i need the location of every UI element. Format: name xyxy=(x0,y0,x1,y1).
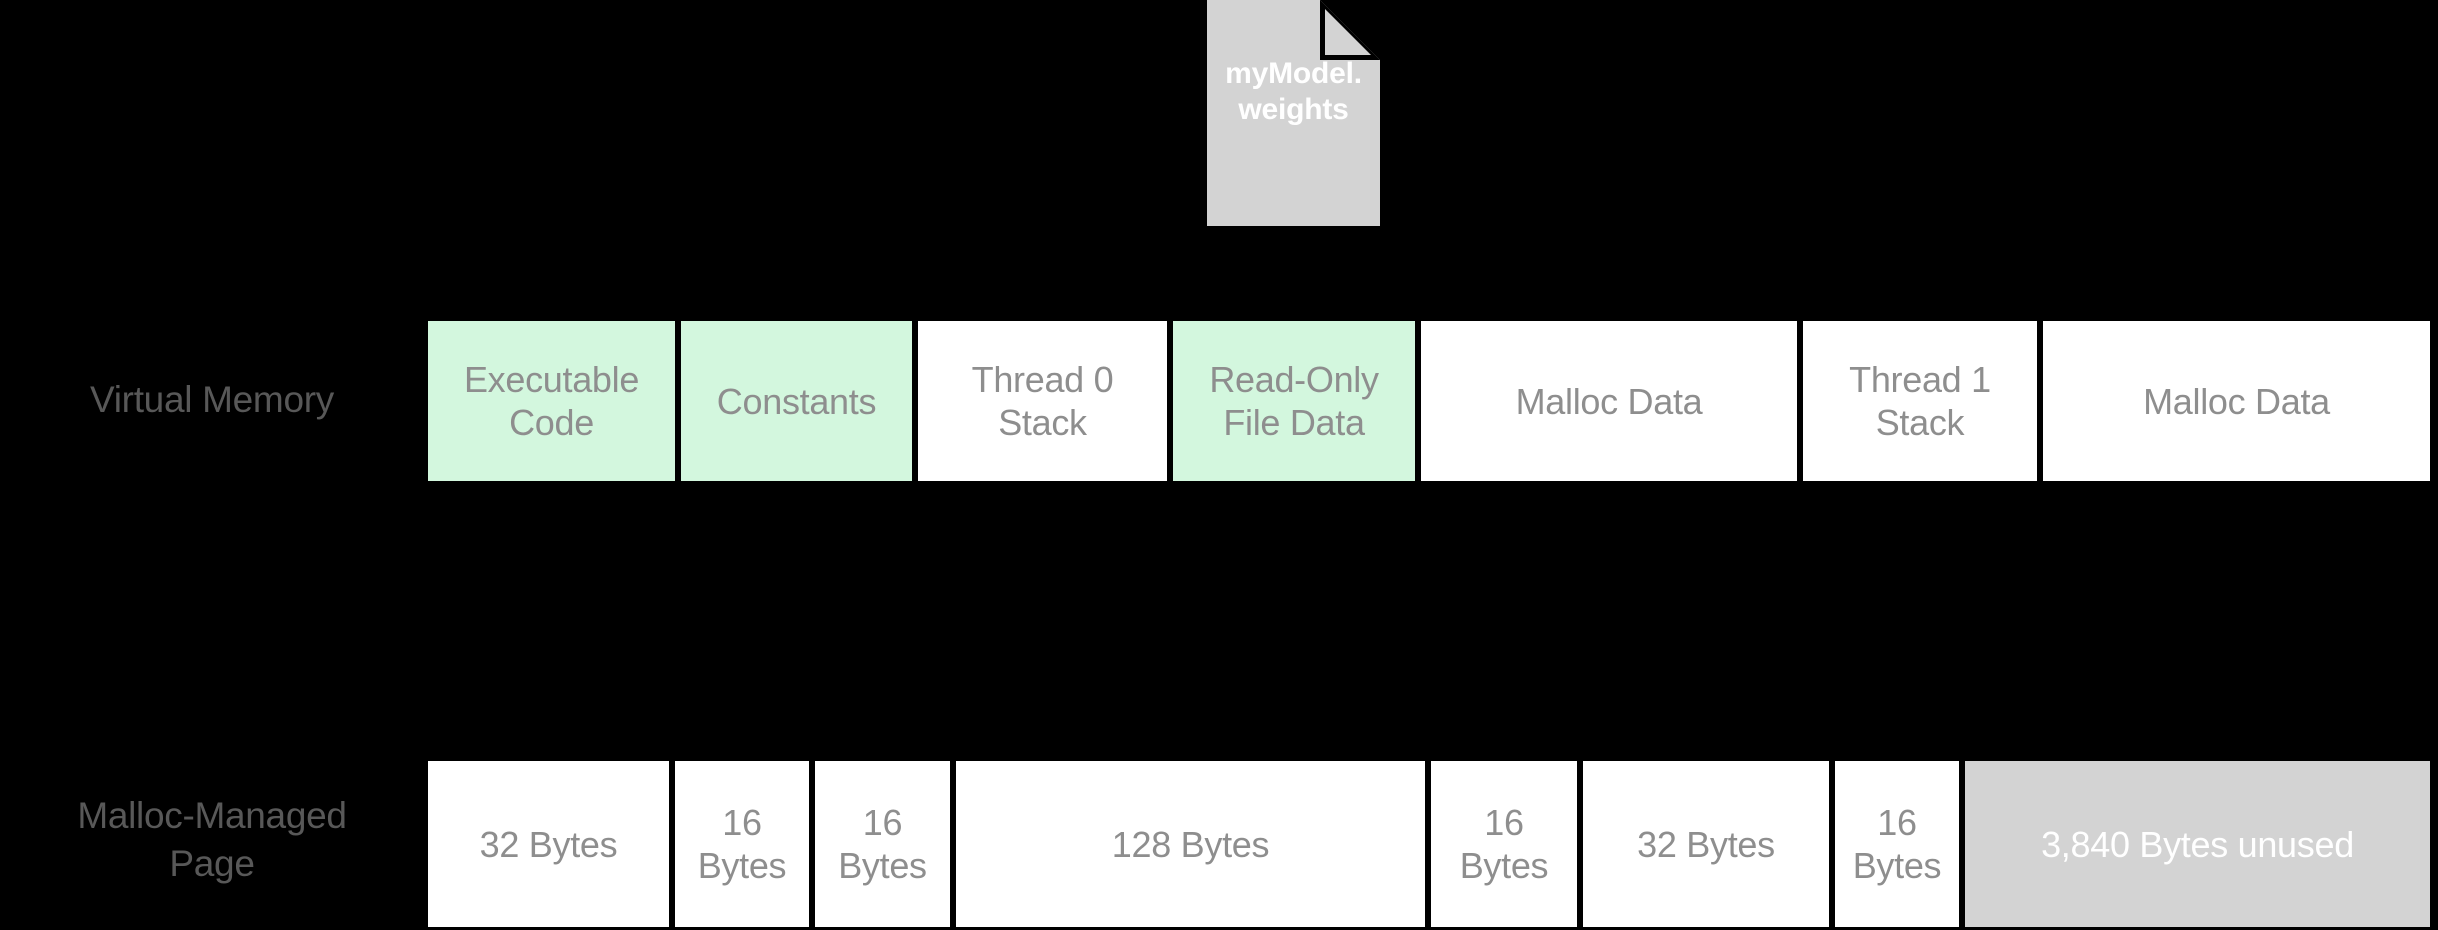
memory-block-label: Malloc Data xyxy=(2143,380,2330,422)
memory-block-label: Thread 1 Stack xyxy=(1849,359,1991,443)
memory-block: Thread 0 Stack xyxy=(915,318,1170,484)
memory-block: 16 Bytes xyxy=(812,758,953,930)
memory-block: Executable Code xyxy=(425,318,678,484)
memory-block: Thread 1 Stack xyxy=(1800,318,2040,484)
memory-block: 128 Bytes xyxy=(953,758,1428,930)
memory-block-label: 16 Bytes xyxy=(838,802,927,886)
virtual-memory-row: Executable Code Constants Thread 0 Stack Re… xyxy=(425,318,2433,484)
memory-block-label: 16 Bytes xyxy=(1459,802,1549,886)
memory-block: 16 Bytes xyxy=(672,758,812,930)
memory-block: Read-Only File Data xyxy=(1170,318,1418,484)
memory-block-label: 3,840 Bytes unused xyxy=(2041,823,2354,865)
memory-block: 16 Bytes xyxy=(1832,758,1962,930)
memory-block-label: 32 Bytes xyxy=(1637,823,1775,865)
memory-block: 16 Bytes xyxy=(1428,758,1580,930)
memory-block: Malloc Data xyxy=(1418,318,1800,484)
memory-block: Malloc Data xyxy=(2040,318,2433,484)
memory-block-label: 16 Bytes xyxy=(697,802,787,886)
file-icon-mymodel-weights: myModel. weights xyxy=(1207,0,1380,226)
row-label-malloc-managed-page: Malloc-Managed Page xyxy=(77,795,347,884)
memory-block-label: 128 Bytes xyxy=(1111,823,1270,865)
row-label-virtual-memory: Virtual Memory xyxy=(90,379,334,420)
document-icon xyxy=(1207,0,1380,226)
memory-block-label: Constants xyxy=(716,380,877,422)
memory-block-label: 16 Bytes xyxy=(1852,802,1942,886)
memory-block: Constants xyxy=(678,318,915,484)
memory-block: 3,840 Bytes unused xyxy=(1962,758,2433,930)
memory-block-label: Executable Code xyxy=(463,359,640,443)
memory-block-label: Read-Only File Data xyxy=(1209,359,1379,443)
memory-block: 32 Bytes xyxy=(1580,758,1832,930)
malloc-managed-page-row: 32 Bytes 16 Bytes 16 Bytes 128 Bytes 16 Byte… xyxy=(425,758,2433,930)
memory-block: 32 Bytes xyxy=(425,758,672,930)
memory-block-label: Malloc Data xyxy=(1515,380,1703,422)
memory-block-label: 32 Bytes xyxy=(479,823,618,865)
memory-block-label: Thread 0 Stack xyxy=(971,359,1114,443)
